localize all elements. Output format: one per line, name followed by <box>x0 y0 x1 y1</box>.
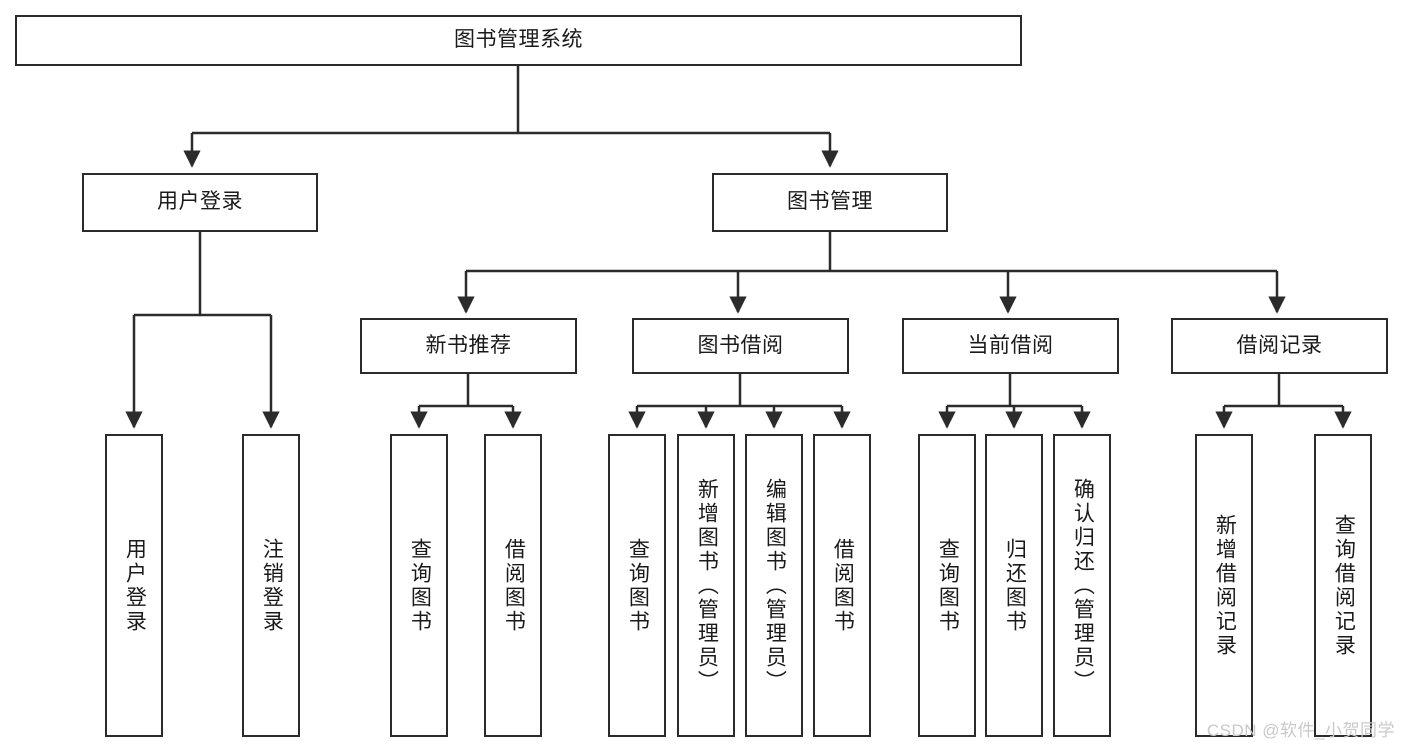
node-label: 新书推荐 <box>425 333 512 357</box>
node-leaf-edit-book[interactable]: 编辑图书（管理员） <box>745 434 803 737</box>
node-label: 注销登录 <box>260 537 284 634</box>
node-label: 图书管理系统 <box>454 28 583 52</box>
node-label: 新增借阅记录 <box>1213 513 1237 658</box>
node-book-borrow[interactable]: 图书借阅 <box>632 318 849 374</box>
node-label: 归还图书 <box>1003 537 1027 634</box>
node-label: 用户登录 <box>157 190 243 214</box>
node-leaf-return-book[interactable]: 归还图书 <box>985 434 1043 737</box>
node-label: 借阅记录 <box>1236 333 1323 357</box>
node-leaf-query-book-1[interactable]: 查询图书 <box>390 434 448 737</box>
node-label: 借阅图书 <box>831 537 855 634</box>
node-new-book-recommend[interactable]: 新书推荐 <box>360 318 577 374</box>
node-root-book-management-system[interactable]: 图书管理系统 <box>15 15 1022 66</box>
node-label: 图书管理 <box>787 190 873 214</box>
node-label: 查询图书 <box>936 537 960 634</box>
node-current-borrow[interactable]: 当前借阅 <box>902 318 1119 374</box>
node-label: 借阅图书 <box>502 537 526 634</box>
node-leaf-borrow-book-1[interactable]: 借阅图书 <box>484 434 542 737</box>
node-label: 查询图书 <box>408 537 432 634</box>
node-label: 查询借阅记录 <box>1332 513 1356 658</box>
node-leaf-confirm-return[interactable]: 确认归还（管理员） <box>1053 434 1111 737</box>
node-leaf-add-record[interactable]: 新增借阅记录 <box>1195 434 1253 737</box>
node-leaf-user-login[interactable]: 用户登录 <box>105 434 163 737</box>
node-label: 确认归还（管理员） <box>1071 477 1095 694</box>
node-label: 查询图书 <box>626 537 650 634</box>
node-borrow-record[interactable]: 借阅记录 <box>1171 318 1388 374</box>
node-label: 图书借阅 <box>697 333 784 357</box>
node-label: 编辑图书（管理员） <box>763 477 787 694</box>
node-leaf-borrow-book-2[interactable]: 借阅图书 <box>813 434 871 737</box>
node-leaf-user-logout[interactable]: 注销登录 <box>242 434 300 737</box>
node-user-login[interactable]: 用户登录 <box>82 173 318 232</box>
node-leaf-add-book[interactable]: 新增图书（管理员） <box>677 434 735 737</box>
node-leaf-query-record[interactable]: 查询借阅记录 <box>1314 434 1372 737</box>
node-label: 新增图书（管理员） <box>695 477 719 694</box>
node-leaf-query-book-2[interactable]: 查询图书 <box>608 434 666 737</box>
node-label: 当前借阅 <box>967 333 1054 357</box>
node-book-manage[interactable]: 图书管理 <box>712 173 948 232</box>
node-label: 用户登录 <box>123 537 147 634</box>
node-leaf-query-book-3[interactable]: 查询图书 <box>918 434 976 737</box>
